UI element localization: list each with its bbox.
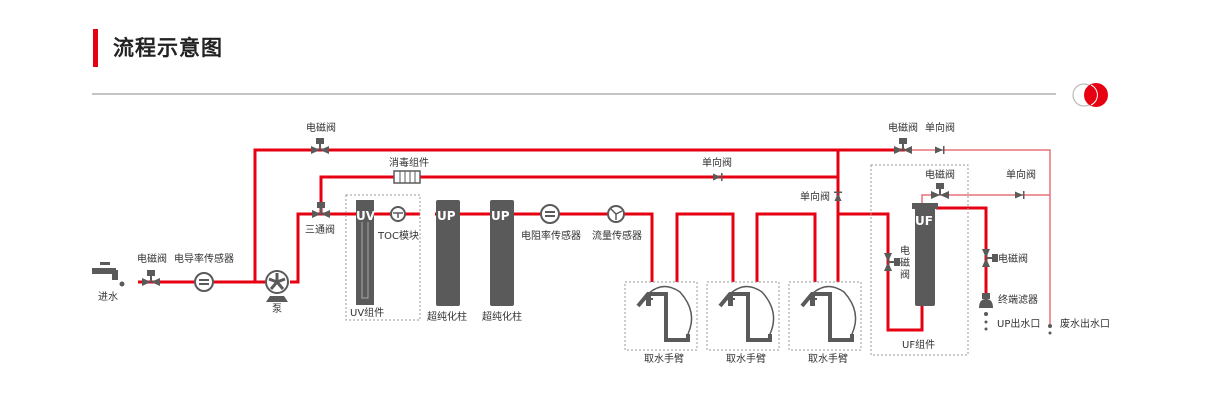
flow-sensor-label: 流量传感器: [592, 229, 642, 242]
uf-module-label: UF组件: [902, 338, 935, 351]
dispenser-1-icon: [623, 280, 699, 352]
top-valve-icon: [311, 138, 329, 154]
up-column-1-icon: [436, 200, 460, 306]
outlet-valve-label: 电磁阀: [998, 252, 1028, 265]
divider: [92, 93, 1056, 95]
uv-module-box: [345, 194, 421, 321]
right-top-valve-icon: [894, 138, 912, 154]
disinfection-module-icon: [393, 170, 421, 184]
conductivity-sensor-icon: [194, 272, 214, 292]
dispenser-2-label: 取水手臂: [726, 352, 766, 365]
up-tag-1: UP: [437, 209, 456, 223]
uf-side-valve-label: 电磁阀: [900, 244, 910, 281]
water-inlet-tap-icon: [92, 262, 125, 287]
resistivity-sensor-label: 电阻率传感器: [521, 229, 581, 242]
uf-top-valve-icon: [931, 183, 949, 199]
top-valve-label: 电磁阀: [306, 121, 336, 134]
dispenser-3-label: 取水手臂: [808, 352, 848, 365]
uf-tag: UF: [915, 214, 933, 228]
resistivity-sensor-icon: [540, 204, 560, 224]
brand-logo-icon: [1072, 83, 1108, 107]
toc-module-label: TOC模块: [377, 230, 419, 242]
terminal-filter-label: 终端滤器: [998, 293, 1038, 306]
waste-outlet-label: 废水出水口: [1060, 317, 1110, 330]
dispenser-3-icon: [787, 280, 863, 352]
title-accent-bar: [93, 29, 98, 67]
waste-outlet-drops-icon: [1048, 324, 1052, 335]
uf-column-icon: [915, 203, 935, 306]
disinfection-label: 消毒组件: [389, 156, 429, 169]
up-tag-2: UP: [491, 209, 510, 223]
uv-module-label: UV组件: [350, 306, 384, 319]
uf-module-box: [870, 164, 969, 356]
right-top-check-icon: [935, 146, 945, 154]
uv-tag: UV: [356, 209, 376, 223]
dispenser-1-label: 取水手臂: [644, 352, 684, 365]
conductivity-sensor-label: 电导率传感器: [174, 252, 234, 265]
up-column-1-label: 超纯化柱: [427, 310, 467, 323]
right-top-valve-label: 电磁阀: [888, 121, 918, 134]
inlet-valve-icon: [142, 270, 160, 286]
inlet-label: 进水: [98, 291, 118, 303]
three-way-valve-label: 三通阀: [305, 223, 335, 236]
check-valve-vertical-label: 单向阀: [800, 190, 830, 203]
flow-sensor-icon: [607, 205, 625, 223]
pump-label: 泵: [272, 303, 282, 315]
page-title: 流程示意图: [113, 36, 223, 60]
toc-module-icon: [390, 206, 406, 222]
check-valve-vertical-icon: [834, 191, 842, 201]
outlet-valve-icon: [982, 249, 998, 267]
pump-icon: [265, 270, 289, 302]
dispenser-2-icon: [705, 280, 781, 352]
uv-lamp-icon: [356, 200, 374, 305]
up-outlet-label: UP出水口: [997, 317, 1040, 330]
up-outlet-drops-icon: [984, 312, 988, 331]
up-column-2-label: 超纯化柱: [482, 310, 522, 323]
uf-check-valve-icon: [1015, 191, 1025, 199]
inlet-valve-label: 电磁阀: [137, 252, 167, 265]
uf-check-valve-label: 单向阀: [1006, 168, 1036, 181]
pipes-light: [905, 149, 1051, 324]
check-valve-mid-label: 单向阀: [702, 156, 732, 169]
check-valve-mid-icon: [713, 173, 723, 181]
right-top-check-label: 单向阀: [925, 121, 955, 134]
three-way-valve-icon: [312, 202, 330, 218]
up-column-2-icon: [490, 200, 514, 306]
uf-side-valve-icon: [884, 253, 900, 271]
uf-top-valve-label: 电磁阀: [925, 168, 955, 181]
terminal-filter-icon: [979, 293, 993, 308]
